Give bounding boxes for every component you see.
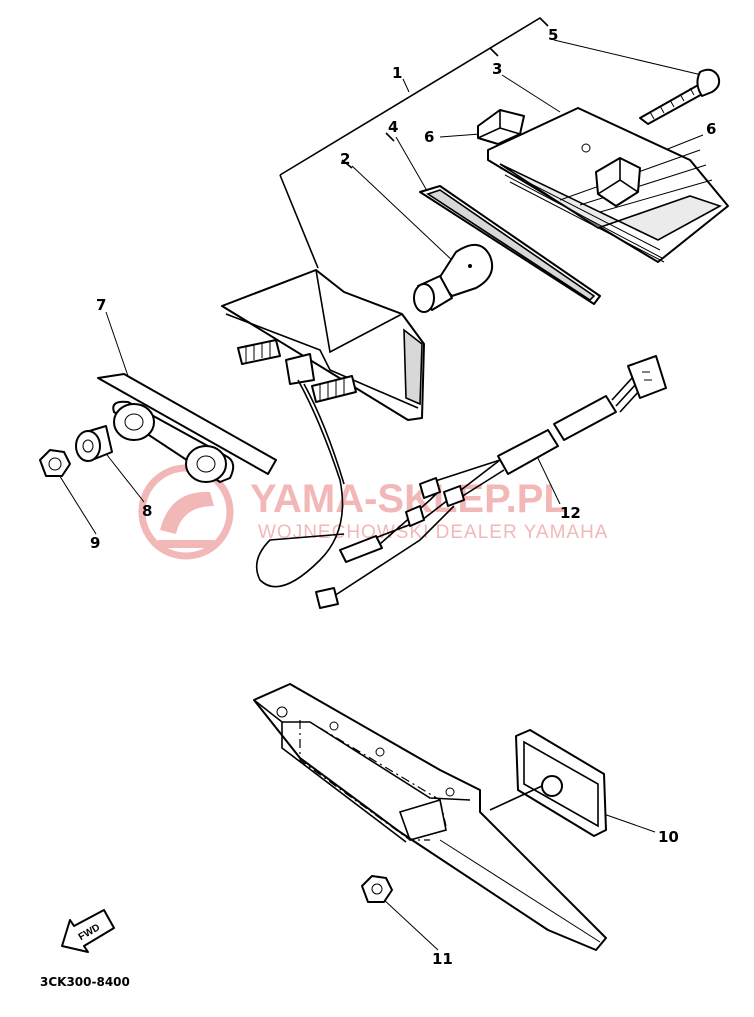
diagram-code: 3CK300-8400: [40, 975, 130, 989]
part-2-bulb[interactable]: [413, 244, 494, 313]
watermark-subtitle: WOJNECHOWSKI DEALER YAMAHA: [258, 522, 608, 543]
part-8-spacer[interactable]: [75, 425, 113, 462]
part-11-nut[interactable]: [361, 875, 393, 903]
part-6-clip-left[interactable]: [477, 109, 525, 145]
callouts: 1 2 3 4 5 6 6 7 8 9 10 11 12: [90, 26, 716, 968]
part-6-clip-right[interactable]: [595, 157, 641, 207]
callout-6b: 6: [706, 120, 716, 138]
part-10-reflector[interactable]: [489, 729, 607, 837]
callout-9: 9: [90, 534, 100, 552]
part-4-gasket[interactable]: [419, 185, 601, 305]
leader-lines: [55, 39, 707, 951]
rear-bracket[interactable]: [253, 683, 607, 951]
callout-3: 3: [492, 60, 502, 78]
callout-8: 8: [142, 502, 152, 520]
callout-7: 7: [96, 296, 106, 314]
callout-11: 11: [432, 950, 453, 968]
callout-6a: 6: [424, 128, 434, 146]
callout-2: 2: [340, 150, 350, 168]
callout-12: 12: [560, 504, 581, 522]
part-7-plate[interactable]: [97, 373, 277, 483]
part-9-nut[interactable]: [39, 449, 71, 477]
callout-5: 5: [548, 26, 558, 44]
fwd-arrow-icon: FWD: [61, 909, 115, 953]
callout-4: 4: [388, 118, 398, 136]
watermark-logo-mark: [160, 491, 214, 534]
part-5-screw[interactable]: [639, 68, 721, 125]
callout-10: 10: [658, 828, 679, 846]
part-1-tail-light-base[interactable]: [221, 269, 425, 421]
callout-1: 1: [392, 64, 402, 82]
assembly-bracket: [279, 16, 549, 269]
wiring-harness: [255, 355, 667, 609]
